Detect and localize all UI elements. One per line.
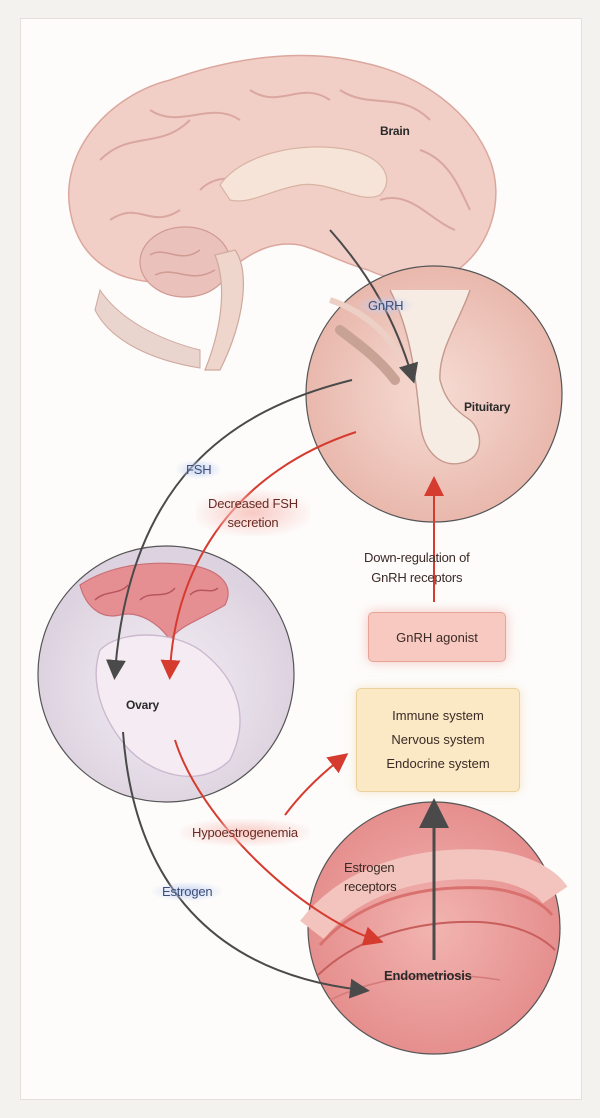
gnrh-agonist-box: GnRH agonist [368, 612, 506, 662]
downregulation-line2: GnRH receptors [371, 570, 463, 585]
endocrine-system-label: Endocrine system [386, 756, 490, 771]
brain-illustration [68, 54, 497, 371]
estrogen-label: Estrogen [152, 882, 223, 901]
pituitary-magnified-view [305, 265, 563, 523]
estrogen-receptors-label: Estrogen receptors [344, 858, 397, 896]
decreased-fsh-line2: secretion [227, 515, 279, 530]
ovary-label: Ovary [126, 698, 160, 712]
nervous-system-label: Nervous system [391, 732, 485, 747]
decreased-fsh-line1: Decreased FSH [208, 496, 298, 511]
downregulation-line1: Down-regulation of [364, 550, 470, 565]
systems-box: Immune system Nervous system Endocrine s… [356, 688, 520, 792]
hypoestrogenemia-to-systems-arrow [284, 753, 349, 816]
estrogen-receptors-line2: receptors [344, 879, 397, 894]
hypoestrogenemia-label: Hypoestrogenemia [180, 819, 310, 846]
downregulation-label: Down-regulation of GnRH receptors [364, 548, 470, 588]
ovary-magnified-view [37, 545, 295, 803]
hypoestrogenemia-arrow [174, 739, 384, 946]
estrogen-receptors-line1: Estrogen [344, 860, 395, 875]
gnrh-label: GnRH [358, 296, 414, 315]
decreased-fsh-label: Decreased FSH secretion [196, 490, 310, 536]
brain-label: Brain [380, 124, 410, 138]
gnrh-agonist-label: GnRH agonist [396, 629, 478, 645]
estrogen-arrow [122, 731, 370, 999]
endometriosis-label: Endometriosis [384, 968, 472, 983]
fsh-label: FSH [176, 460, 222, 479]
immune-system-label: Immune system [392, 708, 484, 723]
pituitary-label: Pituitary [464, 400, 511, 414]
